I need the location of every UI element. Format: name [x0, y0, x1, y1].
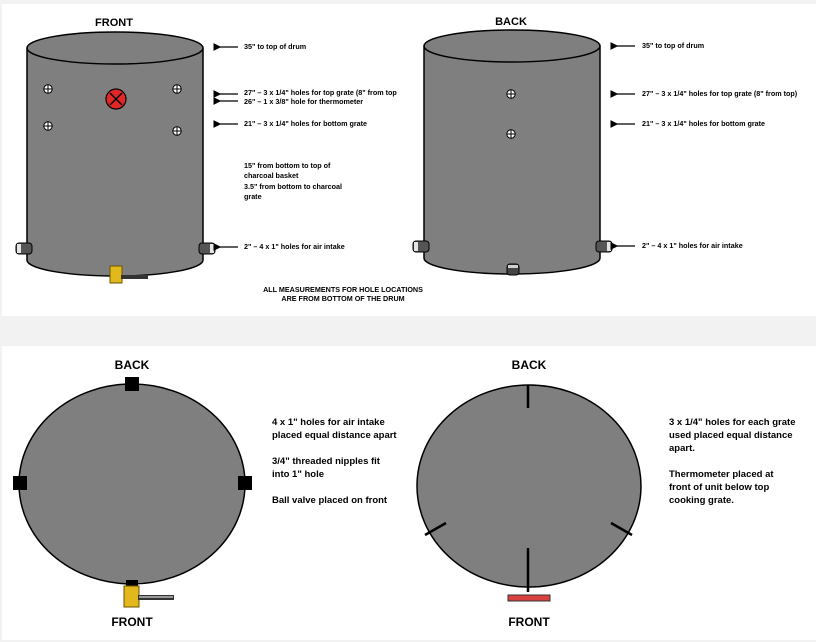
- left-note-5: Ball valve placed on front: [272, 495, 388, 506]
- grate-hole-markers: [424, 385, 633, 592]
- front-note-basket-1: 15" from bottom to top of: [244, 161, 331, 170]
- back-air-intake-right-icon: [595, 240, 613, 253]
- footnote-line-1: ALL MEASUREMENTS FOR HOLE LOCATIONS: [263, 285, 423, 294]
- right-note-3: apart.: [669, 443, 695, 454]
- front-air-intake-left-icon: [15, 242, 33, 255]
- left-note-3: 3/4" threaded nipples fit: [272, 456, 381, 467]
- thermometer-top-icon: [507, 594, 551, 602]
- back-air-intake-left-icon: [412, 240, 430, 253]
- front-note-charcoal-1: 3.5" from bottom to charcoal: [244, 182, 342, 191]
- right-note-2: used placed equal distance: [669, 430, 793, 441]
- right-note-5: front of unit below top: [669, 482, 769, 493]
- front-note-top-grate: 27" – 3 x 1/4" holes for top grate (8" f…: [244, 88, 397, 97]
- back-note-bottom-grate: 21" – 3 x 1/4" holes for bottom grate: [642, 119, 765, 128]
- back-grate-hole-icon: [506, 89, 516, 99]
- footnote-line-2: ARE FROM BOTTOM OF THE DRUM: [281, 294, 404, 303]
- front-note-charcoal-2: grate: [244, 192, 262, 201]
- front-note-air-intake: 2" – 4 x 1" holes for air intake: [244, 242, 345, 251]
- back-grate-hole-icon: [506, 129, 516, 139]
- front-drum: [26, 31, 204, 277]
- ball-valve-icon: [109, 265, 148, 284]
- front-grate-hole-icon: [172, 84, 182, 94]
- air-intake-hole-left: [13, 476, 27, 490]
- front-grate-hole-icon: [43, 84, 53, 94]
- right-top-view-back-label: BACK: [512, 358, 547, 372]
- back-note-top-grate: 27" – 3 x 1/4" holes for top grate (8" f…: [642, 89, 798, 98]
- front-note-bottom-grate: 21" – 3 x 1/4" holes for bottom grate: [244, 119, 367, 128]
- front-note-thermometer: 26" – 1 x 3/8" hole for thermometer: [244, 97, 363, 106]
- back-note-top: 35" to top of drum: [642, 41, 704, 50]
- front-annotation-arrows: [213, 43, 238, 251]
- left-note-2: placed equal distance apart: [272, 430, 397, 441]
- back-drum: [423, 29, 601, 275]
- front-air-intake-right-icon: [198, 242, 216, 255]
- ball-valve-top-icon: [123, 580, 174, 608]
- front-note-top: 35" to top of drum: [244, 42, 306, 51]
- front-grate-hole-icon: [172, 126, 182, 136]
- front-grate-hole-icon: [43, 121, 53, 131]
- right-note-4: Thermometer placed at: [669, 469, 774, 480]
- back-annotation-arrows: [610, 42, 635, 250]
- back-bottom-intake-icon: [506, 263, 520, 276]
- air-intake-hole-right: [238, 476, 252, 490]
- front-title: FRONT: [95, 17, 133, 29]
- right-note-6: cooking grate.: [669, 495, 734, 506]
- thermometer-icon: [105, 88, 127, 110]
- front-note-basket-2: charcoal basket: [244, 171, 299, 180]
- left-top-view-front-label: FRONT: [111, 615, 153, 629]
- left-note-4: into 1" hole: [272, 469, 324, 480]
- left-top-view-back-label: BACK: [115, 358, 150, 372]
- right-top-view-front-label: FRONT: [508, 615, 550, 629]
- back-title: BACK: [495, 16, 527, 28]
- right-note-1: 3 x 1/4" holes for each grate: [669, 417, 795, 428]
- back-note-air-intake: 2" – 4 x 1" holes for air intake: [642, 241, 743, 250]
- air-intake-hole-back: [125, 377, 139, 391]
- left-note-1: 4 x 1" holes for air intake: [272, 417, 385, 428]
- air-intake-top-view: [18, 383, 246, 585]
